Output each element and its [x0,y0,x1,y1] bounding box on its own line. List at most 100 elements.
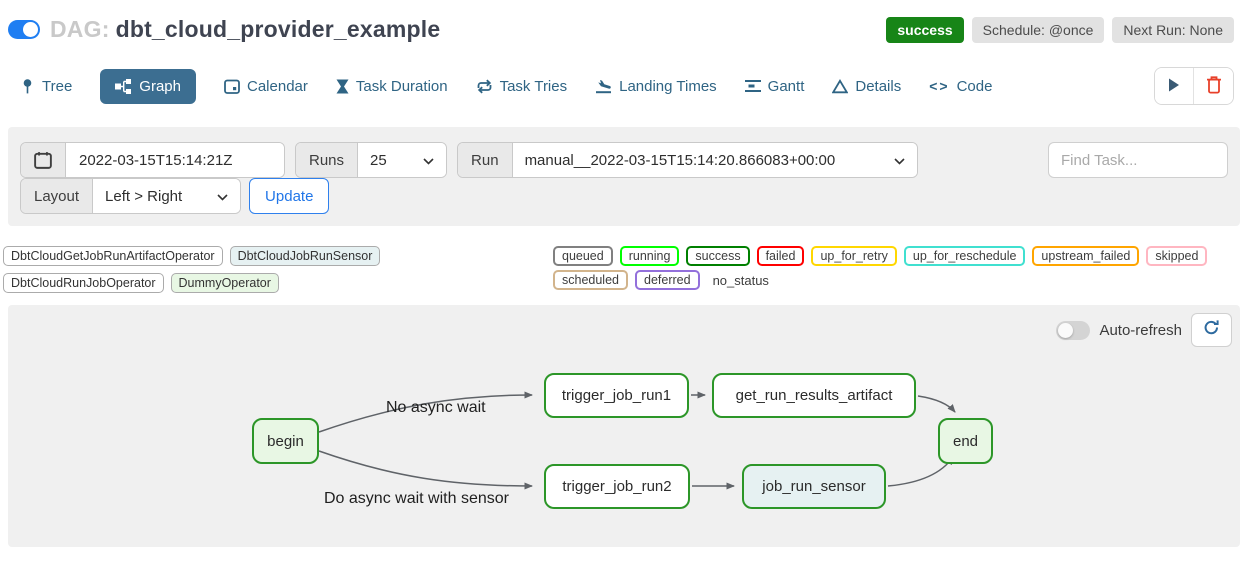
base-date-input[interactable] [66,143,284,177]
toggle-knob [23,22,38,37]
autorefresh-controls: Auto-refresh [1056,313,1232,347]
trigger-dag-button[interactable] [1155,68,1194,104]
tab-tree[interactable]: Tree [20,78,72,95]
layout-select[interactable]: Left > Right [93,179,241,213]
task-node-begin[interactable]: begin [252,418,319,464]
edge-label-do-async-wait: Do async wait with sensor [324,490,509,507]
status-legend-badge: scheduled [553,270,628,290]
dag-header: DAG:dbt_cloud_provider_example success S… [0,0,1248,43]
tab-graph[interactable]: Graph [100,68,196,104]
tab-label: Code [956,77,993,95]
filter-row-1: Runs 25 Run manual__2022-03-15T15:14:20.… [20,142,1228,178]
status-legend-badge: success [686,246,750,266]
dag-name: dbt_cloud_provider_example [115,16,441,42]
tab-label: Tree [42,77,73,95]
page-title: DAG:dbt_cloud_provider_example [50,16,440,43]
tab-label: Graph [139,77,181,95]
runs-selected-value: 25 [370,151,387,169]
dag-edges [318,391,956,490]
status-legend-badge: running [619,246,680,266]
delete-dag-button[interactable] [1194,68,1233,104]
status-legend-no-status: no_status [712,272,769,288]
gantt-icon [744,79,761,93]
refresh-button[interactable] [1191,313,1232,347]
layout-group: Layout Left > Right [20,178,242,214]
details-triangle-icon [832,78,849,94]
tab-details[interactable]: Details [832,78,901,95]
chevron-down-icon [893,152,905,169]
operator-badge: DbtCloudJobRunSensor [229,246,381,266]
layout-selected-value: Left > Right [105,187,183,205]
edge-label-no-async-wait: No async wait [386,399,486,416]
edge-begin-trigger1 [318,391,533,433]
status-legend-badge: deferred [635,270,700,290]
layout-label: Layout [21,179,94,213]
tab-landing-times[interactable]: Landing Times [595,78,717,95]
header-badges: success Schedule: @once Next Run: None [886,16,1234,43]
find-task-input[interactable] [1048,142,1228,178]
task-node-trigger-job-run1[interactable]: trigger_job_run1 [544,373,689,418]
tab-label: Gantt [767,77,805,95]
trash-icon [1206,75,1222,97]
operator-badge: DbtCloudRunJobOperator [3,273,164,293]
tab-task-tries[interactable]: Task Tries [476,77,568,95]
runs-group: Runs 25 [295,142,448,178]
operator-badge: DbtCloudGetJobRunArtifactOperator [3,246,223,266]
run-selected-value: manual__2022-03-15T15:14:20.866083+00:00 [524,151,836,169]
tab-label: Task Tries [499,77,568,95]
base-date-group [20,142,285,178]
chevron-down-icon [217,188,228,205]
plane-landing-icon [595,78,612,94]
tab-code[interactable]: <> Code [929,78,992,95]
dag-graph-panel: Auto-refresh begin trigger_job_run1 get_… [8,305,1240,547]
status-legend-badge: skipped [1146,246,1208,266]
task-node-job-run-sensor[interactable]: job_run_sensor [742,464,886,509]
edge-artifact-end [917,395,956,413]
chevron-down-icon [423,152,434,169]
dag-prefix-label: DAG: [50,16,110,42]
schedule-badge: Schedule: @once [971,16,1105,43]
calendar-icon [224,78,240,94]
filter-row-2: Layout Left > Right Update [20,178,1228,214]
repeat-icon [476,79,493,94]
tab-calendar[interactable]: Calendar [224,78,308,95]
status-legend: queued running success failed up_for_ret… [553,246,1240,290]
legend: DbtCloudGetJobRunArtifactOperator DbtClo… [3,246,1240,293]
status-legend-badge: upstream_failed [1032,246,1140,266]
edge-begin-trigger2 [318,450,533,490]
tab-label: Landing Times [619,77,717,95]
run-label: Run [458,143,513,177]
code-icon: <> [929,78,950,94]
graph-icon [115,78,132,94]
auto-refresh-toggle[interactable] [1056,320,1091,340]
update-button[interactable]: Update [249,178,330,214]
run-group: Run manual__2022-03-15T15:14:20.866083+0… [457,142,918,178]
calendar-addon-icon [21,143,66,177]
next-run-badge: Next Run: None [1112,16,1234,43]
runs-select[interactable]: 25 [358,143,447,177]
view-tabbar: Tree Graph Calendar Task Duration Task T… [0,65,1248,107]
status-badge: success [886,16,964,43]
hourglass-icon [336,79,349,94]
dag-action-buttons [1154,67,1234,105]
run-select[interactable]: manual__2022-03-15T15:14:20.866083+00:00 [512,143,917,177]
task-node-end[interactable]: end [938,418,993,464]
tab-label: Calendar [247,77,308,95]
tab-label: Task Duration [355,77,448,95]
tab-label: Details [855,77,902,95]
status-legend-badge: up_for_retry [811,246,897,266]
tree-icon [20,78,35,94]
tab-task-duration[interactable]: Task Duration [336,78,448,95]
play-icon [1168,78,1180,95]
status-legend-badge: failed [756,246,805,266]
task-node-trigger-job-run2[interactable]: trigger_job_run2 [544,464,690,509]
filter-panel: Runs 25 Run manual__2022-03-15T15:14:20.… [8,127,1240,226]
operator-legend: DbtCloudGetJobRunArtifactOperator DbtClo… [3,246,543,293]
auto-refresh-label: Auto-refresh [1099,321,1182,339]
status-legend-badge: queued [553,246,613,266]
tab-gantt[interactable]: Gantt [744,77,805,95]
refresh-icon [1203,319,1220,341]
task-node-get-run-results-artifact[interactable]: get_run_results_artifact [712,373,916,418]
dag-pause-toggle[interactable] [8,20,40,39]
operator-badge: DummyOperator [170,273,279,293]
